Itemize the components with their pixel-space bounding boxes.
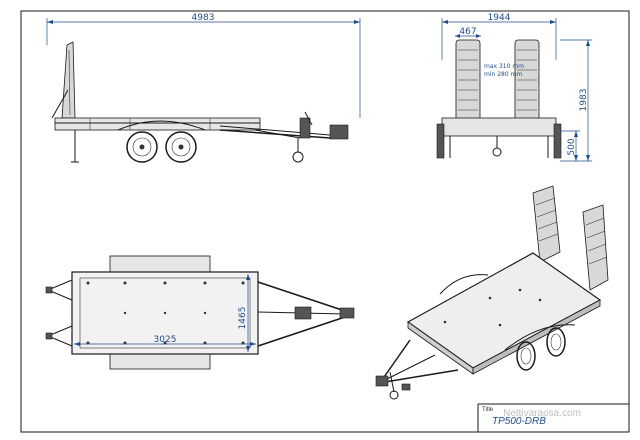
dim-overall-width: 1944 [488, 13, 511, 23]
top-view: 1465 3025 [45, 255, 355, 370]
side-wheel-front [126, 131, 158, 163]
iso-wheel-front [516, 341, 536, 371]
title-label: Title [482, 407, 494, 413]
watermark: Nettivaraosa.com [503, 408, 581, 419]
iso-ramp-left [532, 185, 561, 263]
side-wheel-rear [165, 131, 197, 163]
drawing-frame [20, 10, 630, 433]
ramp-note-max: max 310 mm [484, 63, 524, 70]
iso-deck [406, 252, 602, 369]
dim-ramp-height: 1983 [579, 89, 589, 112]
front-view: 1944 467 max 310 mm min 280 mm [436, 13, 592, 162]
dim-deck-length: 3025 [154, 335, 177, 345]
title-block: Title TP500-DRB [477, 403, 629, 432]
title-value: TP500-DRB [492, 416, 546, 427]
side-view: 4983 [46, 13, 361, 163]
iso-wheel-rear [546, 327, 566, 357]
dim-ramp-spacing: 467 [459, 27, 476, 37]
dim-deck-height: 500 [567, 138, 577, 155]
isometric-view [375, 185, 609, 400]
dim-overall-length: 4983 [192, 13, 215, 23]
iso-ramp-right [582, 204, 609, 291]
ramp-note-min: min 280 mm [484, 71, 522, 78]
dim-deck-width: 1465 [238, 307, 248, 330]
